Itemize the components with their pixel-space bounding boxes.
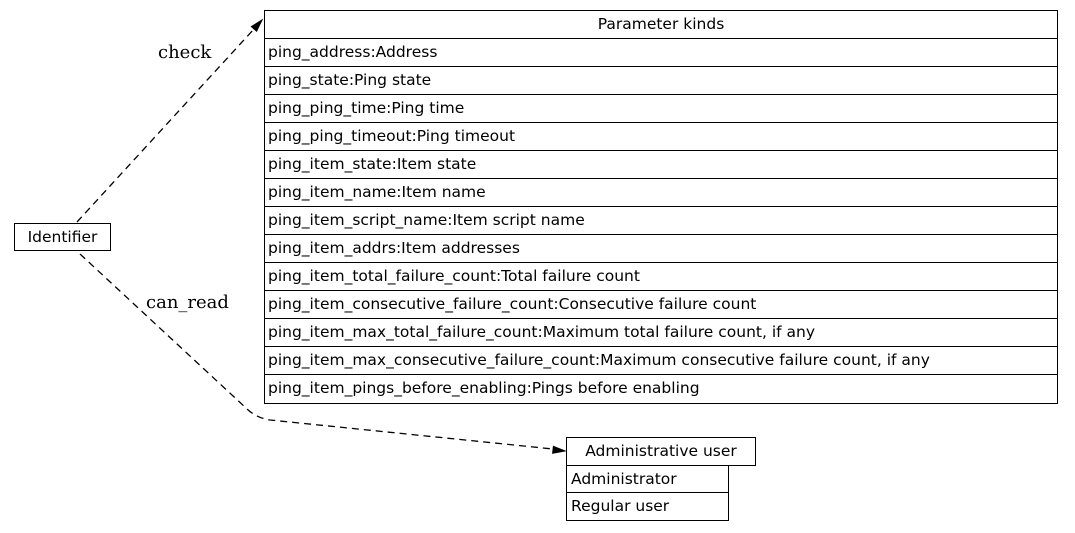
table-row: ping_item_consecutive_failure_count:Cons…	[265, 291, 1057, 319]
table-row: ping_item_pings_before_enabling:Pings be…	[268, 379, 700, 397]
table-row: ping_item_max_total_failure_count:Maximu…	[265, 319, 1057, 347]
edge-label-check: check	[158, 42, 212, 63]
table-row: ping_item_name:Item name	[265, 179, 1057, 207]
can-read-arrowhead-icon	[552, 445, 567, 454]
administrative-user-table: Administrator Regular user	[566, 465, 729, 521]
table-row: ping_state:Ping state	[265, 67, 1057, 95]
table-row: ping_item_addrs:Item addresses	[265, 235, 1057, 263]
table-row: ping_ping_time:Ping time	[265, 95, 1057, 123]
table-row: ping_item_state:Item state	[265, 151, 1057, 179]
administrative-user-table-title: Administrative user	[566, 437, 756, 466]
parameter-kinds-table: Parameter kinds ping_address:Address pin…	[264, 10, 1058, 404]
check-arrowhead-icon	[250, 18, 264, 33]
identifier-node: Identifier	[14, 223, 111, 251]
table-row: ping_item_total_failure_count:Total fail…	[265, 263, 1057, 291]
table-row: ping_ping_timeout:Ping timeout	[265, 123, 1057, 151]
table-row: Regular user	[566, 493, 729, 521]
table-row: ping_address:Address	[265, 39, 1057, 67]
table-row: Administrator	[566, 465, 729, 493]
edge-label-can-read: can_read	[146, 292, 229, 313]
table-row: ping_item_max_consecutive_failure_count:…	[265, 347, 1057, 375]
table-row: ping_item_script_name:Item script name	[265, 207, 1057, 235]
parameter-kinds-table-title: Parameter kinds	[265, 11, 1057, 39]
